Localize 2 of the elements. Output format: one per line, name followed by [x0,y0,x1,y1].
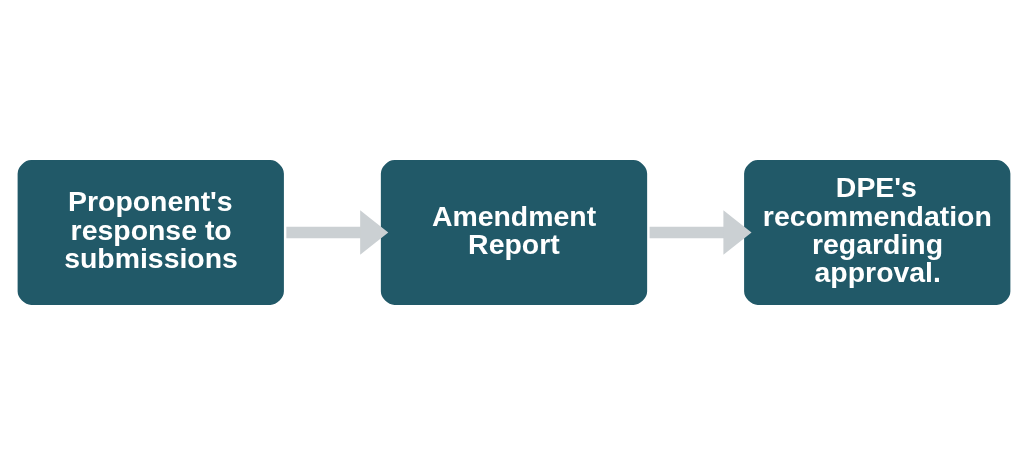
arrow [649,209,752,255]
arrow [286,209,389,255]
